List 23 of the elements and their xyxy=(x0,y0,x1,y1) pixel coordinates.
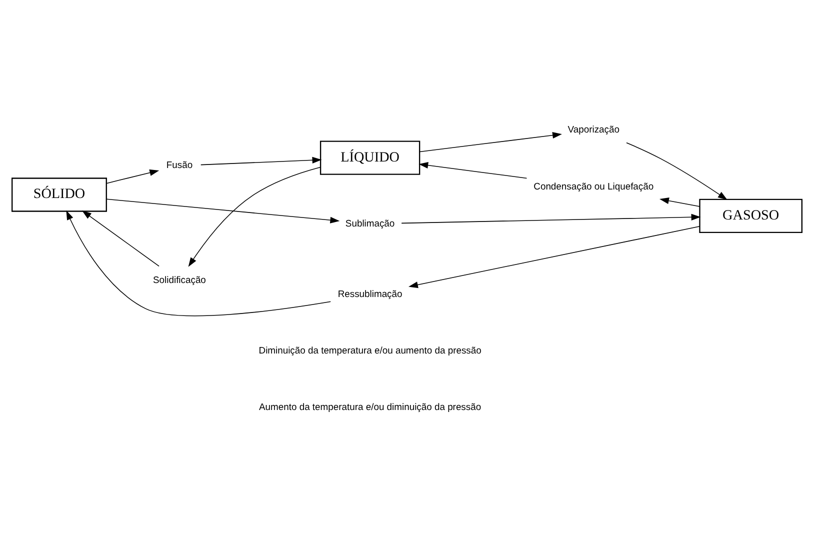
arrow xyxy=(419,132,562,152)
node-text: Condensação ou Liquefação xyxy=(534,180,654,191)
node-text: Fusão xyxy=(166,158,193,170)
arrow xyxy=(200,156,322,165)
node-box: LÍQUIDO xyxy=(320,140,420,174)
label: Diminuição da temperatura e/ou aumento da pressão xyxy=(258,344,482,356)
node-text: Sublimação xyxy=(345,216,395,228)
arrow xyxy=(401,213,701,224)
arrow xyxy=(659,197,700,206)
node-box: GASOSO xyxy=(699,198,802,233)
label: Aumento da temperatura e/ou diminuição da pressão xyxy=(259,400,482,412)
node-text: Ressublimação xyxy=(338,287,402,298)
arrow xyxy=(418,162,528,178)
arrow xyxy=(188,166,321,266)
arrow xyxy=(82,210,160,266)
arrow xyxy=(66,210,331,316)
node-box: SÓLIDO xyxy=(12,177,107,212)
node-text: Vaporização xyxy=(568,123,620,134)
arrow xyxy=(626,142,728,200)
arrow xyxy=(408,226,700,288)
arrow xyxy=(106,168,160,184)
arrow xyxy=(106,198,340,223)
node-text: Solidificação xyxy=(153,273,206,284)
